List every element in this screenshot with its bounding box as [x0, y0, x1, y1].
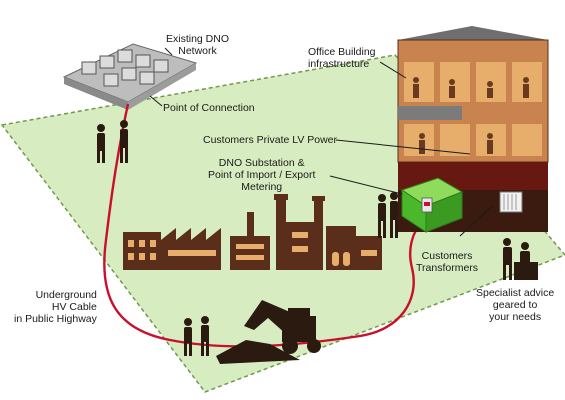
dno-network-compound [62, 43, 198, 110]
factory-windows [128, 232, 377, 266]
label-specialist-advice: Specialist advice geared to your needs [476, 287, 555, 323]
specialist-advisors [503, 238, 538, 280]
people-near-substation [378, 192, 398, 238]
label-customers-transformers: Customers Transformers [416, 250, 479, 274]
label-customers-lv-power: Customers Private LV Power [203, 134, 338, 146]
leader-lines [149, 47, 493, 237]
label-existing-dno-network: Existing DNO Network [166, 33, 230, 57]
label-underground-cable: Underground HV Cable in Public Highway [14, 289, 97, 325]
label-office-building: Office Building infrastructure [308, 46, 376, 70]
excavator-worksite [184, 300, 321, 364]
hv-cable [103, 103, 441, 348]
label-dno-substation: DNO Substation & Point of Import / Expor… [208, 157, 316, 193]
label-point-of-connection: Point of Connection [163, 102, 255, 114]
customers-transformer [499, 191, 523, 213]
workers-point-of-connection [97, 120, 128, 163]
dno-substation [400, 177, 464, 233]
